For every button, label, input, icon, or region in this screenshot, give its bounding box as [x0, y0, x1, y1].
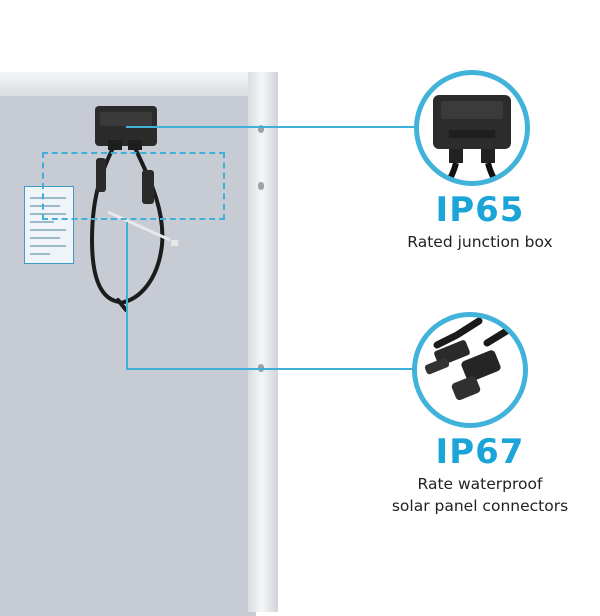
feature-title: IP65: [435, 190, 525, 230]
junction-box-icon: [95, 106, 157, 150]
connector-callout: [412, 312, 528, 428]
feature-description-line1: Rate waterproof: [417, 475, 543, 493]
rail-hole: [258, 182, 264, 190]
feature-description-line2: solar panel connectors: [391, 497, 569, 515]
callout-line-connector-vertical: [126, 222, 128, 370]
callout-line-junction: [126, 126, 418, 128]
connector-highlight-box: [42, 152, 225, 220]
junction-box-callout: [414, 70, 530, 186]
spec-label-sticker: [24, 186, 74, 264]
feature-title: IP67: [435, 432, 525, 472]
mc4-connector-icon: [424, 317, 517, 401]
callout-line-connector-horizontal: [126, 368, 418, 370]
panel-top-edge: [0, 72, 270, 98]
mc4-connector-icon: [96, 158, 154, 204]
panel-side-rail: [248, 72, 278, 612]
cable-tie: [107, 210, 171, 242]
rail-hole: [258, 125, 264, 133]
junction-box-icon: [433, 95, 511, 181]
product-feature-graphic: IP65 Rated junction box IP67 Rate waterp…: [0, 70, 569, 616]
feature-description: Rated junction box: [407, 233, 553, 251]
